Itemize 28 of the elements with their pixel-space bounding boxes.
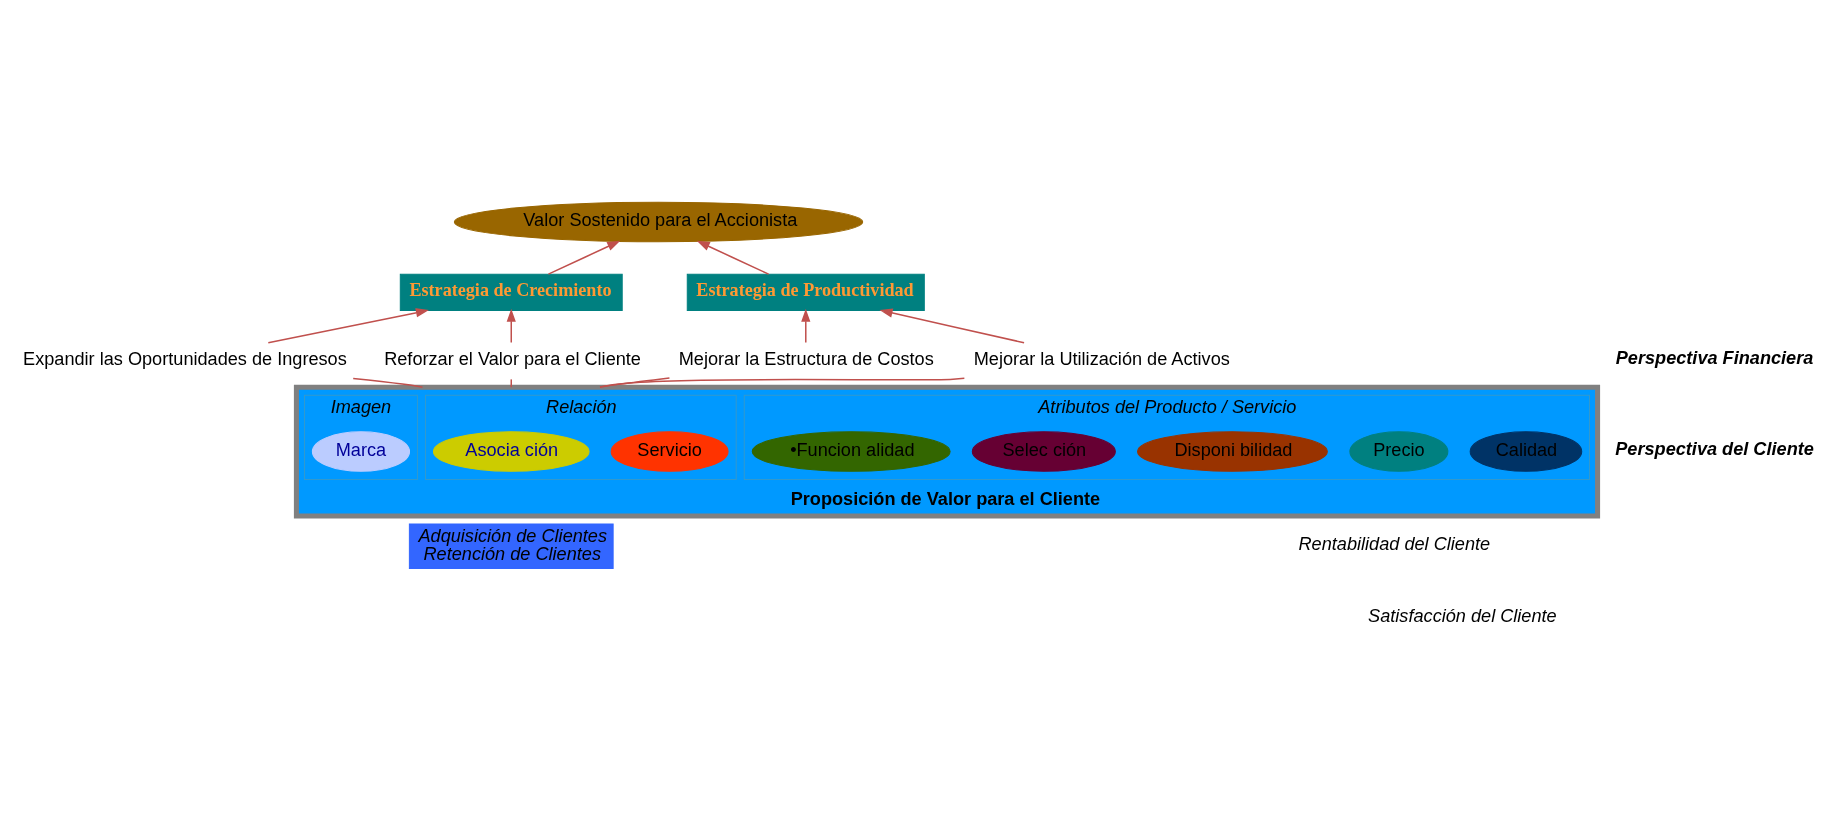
arrow — [696, 240, 770, 275]
node-text: Mejorar la Estructura de Costos — [678, 349, 934, 370]
node-box: Estrategia de Productividad — [686, 273, 925, 312]
label: Perspectiva del Cliente — [1615, 439, 1814, 459]
node-text: Expandir las Oportunidades de Ingresos — [23, 349, 347, 370]
label: Rentabilidad del Cliente — [1298, 533, 1491, 554]
node-ellipse: Asocia ción — [432, 431, 590, 472]
connector — [599, 377, 966, 388]
node-box: Adquisición de Clientes Retención de Clientes — [408, 523, 614, 569]
node-ellipse: Precio — [1349, 431, 1449, 472]
arrow — [267, 308, 429, 344]
arrow — [547, 240, 621, 275]
label: Satisfacción del Cliente — [1368, 606, 1557, 627]
arrow — [879, 308, 1025, 344]
arrow — [506, 308, 516, 344]
node-ellipse: Marca — [311, 431, 411, 472]
node-ellipse: •Funcion alidad — [751, 431, 951, 472]
node-ellipse: Servicio — [610, 431, 729, 472]
label: Perspectiva Financiera — [1615, 348, 1814, 369]
node-text: Mejorar la Utilización de Activos — [973, 349, 1230, 370]
node-ellipse: Disponi bilidad — [1137, 431, 1328, 472]
connector — [352, 377, 424, 388]
node-ellipse: Calidad — [1469, 431, 1583, 472]
node-text: Reforzar el Valor para el Cliente — [384, 349, 641, 370]
arrow — [801, 308, 811, 344]
node-box: Estrategia de Crecimiento — [399, 273, 623, 312]
node-ellipse: Valor Sostenido para el Accionista — [453, 201, 864, 243]
node-ellipse: Selec ción — [971, 431, 1116, 472]
